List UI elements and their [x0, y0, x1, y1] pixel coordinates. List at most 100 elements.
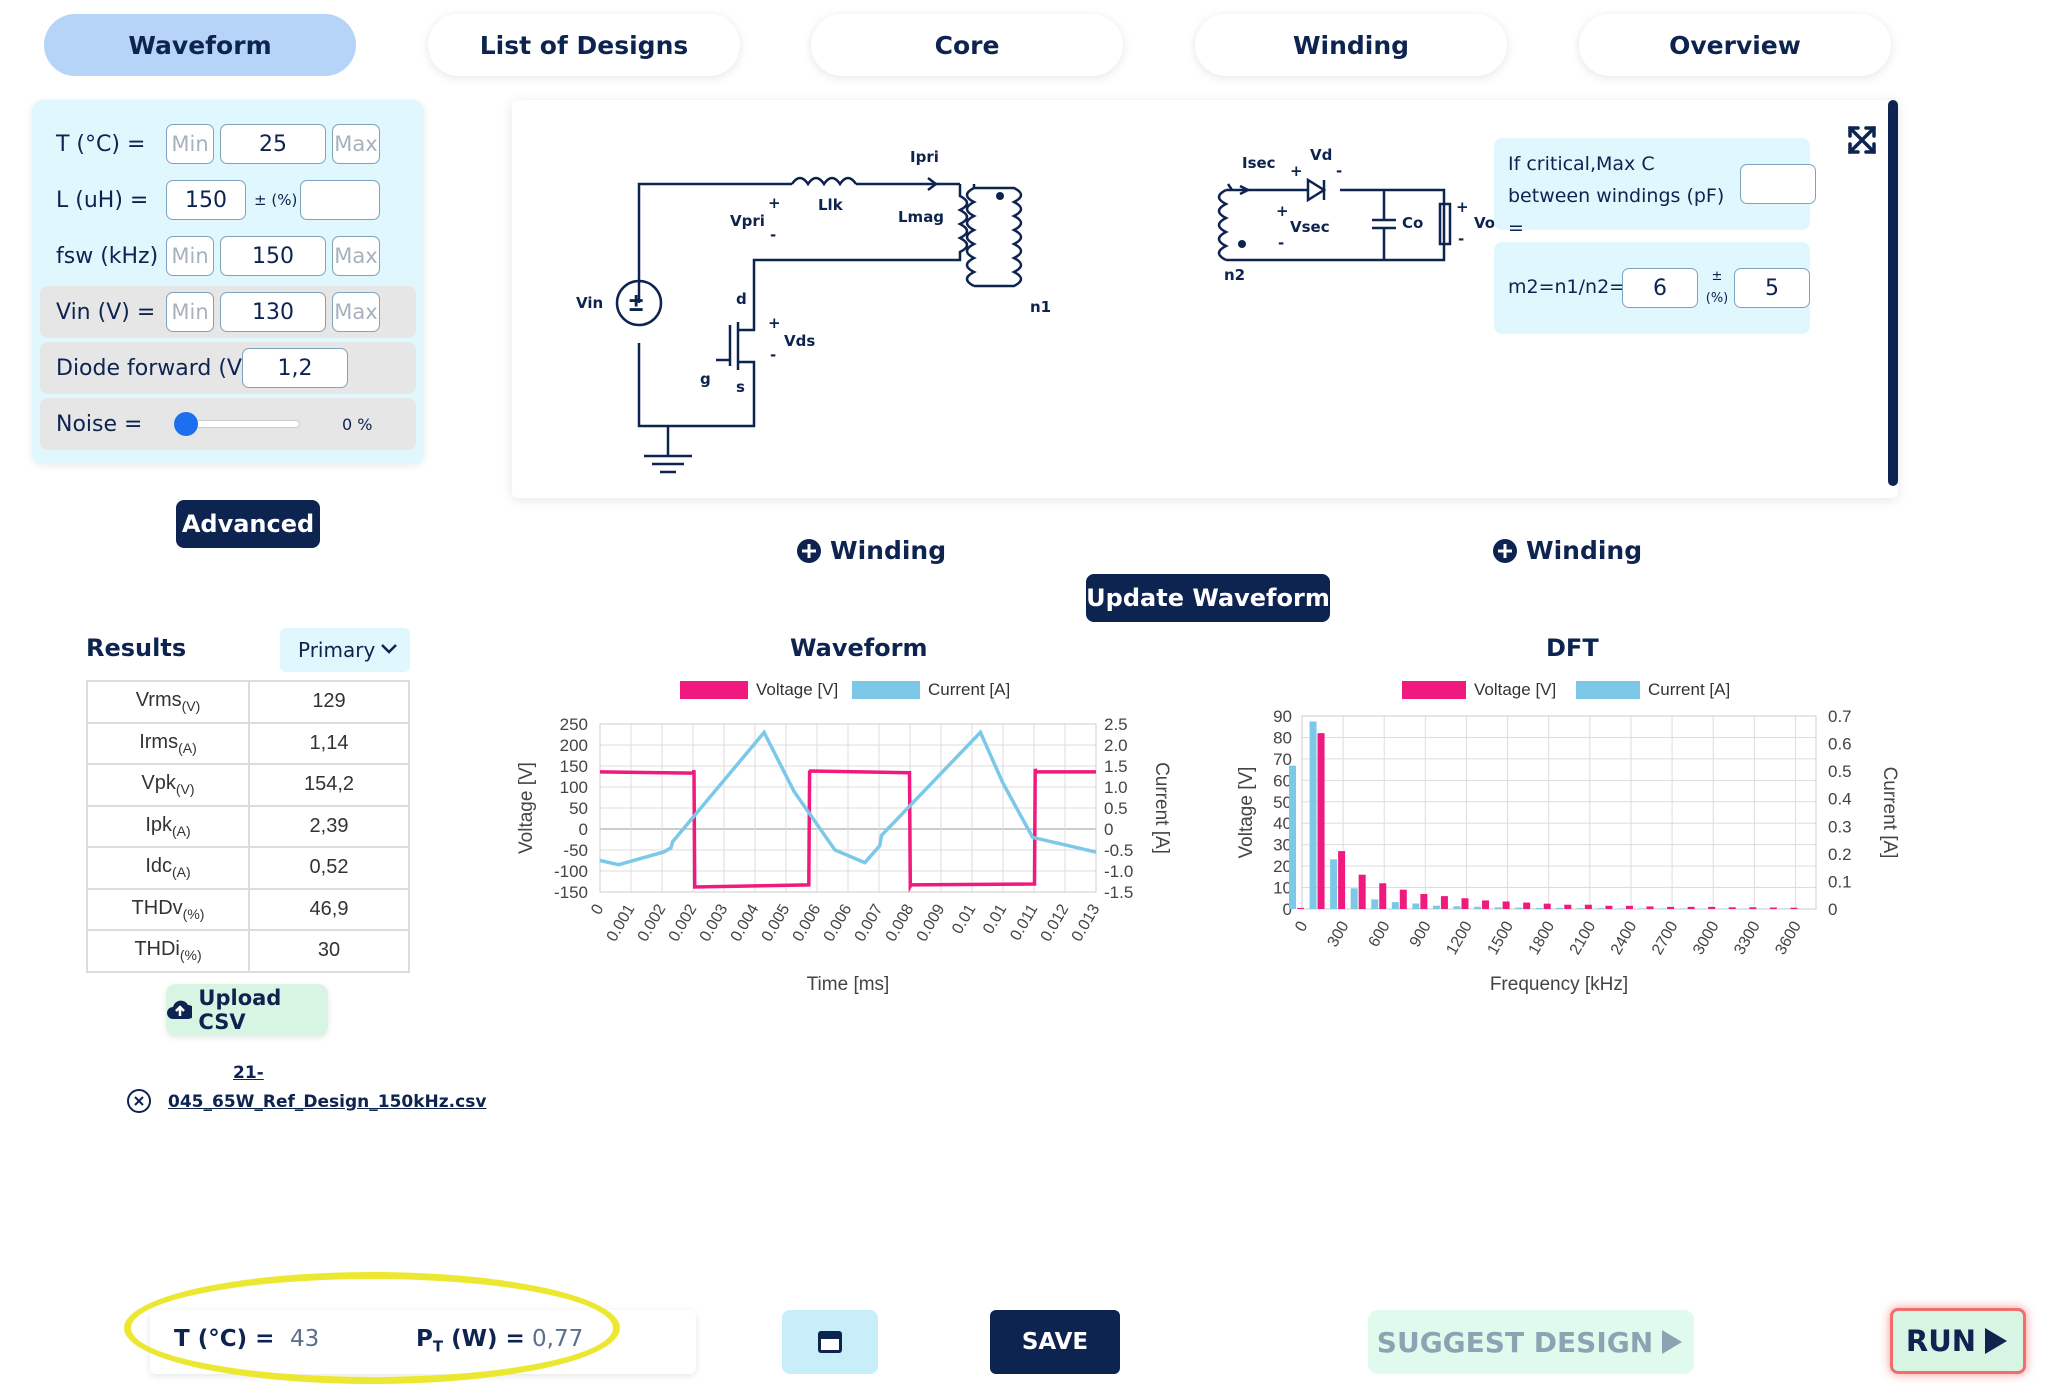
noise-row: Noise = 0 %: [40, 398, 416, 450]
x-tick-label: 1500: [1485, 918, 1518, 957]
waveform-legend-voltage[interactable]: Voltage [V]: [680, 680, 838, 700]
vsec-label: Vsec: [1290, 218, 1330, 236]
current-swatch: [852, 681, 920, 699]
waveform-legend-current[interactable]: Current [A]: [852, 680, 1010, 700]
run-label: RUN: [1905, 1324, 1977, 1358]
results-metric-label: Irms: [139, 730, 179, 753]
results-metric-value: 0,52: [248, 846, 410, 890]
vds-label: Vds: [784, 332, 816, 350]
update-waveform-button[interactable]: Update Waveform: [1086, 574, 1330, 622]
dft-legend-voltage[interactable]: Voltage [V]: [1402, 680, 1556, 700]
voltage-bar: [1584, 904, 1592, 909]
fsw-input[interactable]: 150: [220, 236, 326, 276]
temperature-input[interactable]: 25: [220, 124, 326, 164]
inductance-tolerance-input[interactable]: [300, 180, 380, 220]
temperature-max-input[interactable]: Max: [332, 124, 380, 164]
vin-node-label: Vin: [576, 294, 604, 312]
run-button[interactable]: RUN: [1890, 1308, 2026, 1374]
add-winding-right-button[interactable]: Winding: [1492, 536, 1642, 565]
tab-list-of-designs[interactable]: List of Designs: [428, 14, 740, 76]
x-tick-label: 2400: [1608, 918, 1641, 957]
results-row: Idc(A)0,52: [86, 846, 410, 890]
voltage-bar: [1440, 896, 1448, 909]
y-axis-label: Voltage [V]: [516, 762, 537, 854]
plot-area: [1301, 715, 1817, 910]
vin-input[interactable]: 130: [220, 292, 326, 332]
voltage-bar: [1482, 900, 1490, 909]
remove-file-icon[interactable]: [126, 1088, 152, 1114]
results-metric-unit: (%): [179, 947, 202, 964]
current-bar: [1556, 907, 1564, 909]
voltage-bar: [1420, 893, 1428, 909]
x-tick-label: 1800: [1526, 918, 1559, 957]
tab-waveform[interactable]: Waveform: [44, 14, 356, 76]
current-bar: [1330, 859, 1338, 909]
tab-overview[interactable]: Overview: [1579, 14, 1891, 76]
vin-min-input[interactable]: Min: [166, 292, 214, 332]
voltage-bar: [1605, 905, 1613, 909]
dft-chart-title: DFT: [1546, 634, 1599, 662]
fsw-min-input[interactable]: Min: [166, 236, 214, 276]
voltage-bar: [1564, 904, 1572, 909]
waveform-chart-title: Waveform: [790, 634, 928, 662]
tab-winding[interactable]: Winding: [1195, 14, 1507, 76]
results-metric-value: 129: [248, 680, 410, 724]
temperature-row: T (°C) = Min 25 Max: [40, 118, 416, 170]
file-name-line1[interactable]: 21-: [233, 1063, 264, 1083]
fsw-max-input[interactable]: Max: [332, 236, 380, 276]
save-button[interactable]: SAVE: [990, 1310, 1120, 1374]
calculator-button[interactable]: [782, 1310, 878, 1374]
x-tick-label: 600: [1366, 918, 1394, 950]
dft-legend-current[interactable]: Current [A]: [1576, 680, 1730, 700]
temperature-min-input[interactable]: Min: [166, 124, 214, 164]
diode-input[interactable]: 1,2: [242, 348, 348, 388]
schematic-scrollbar[interactable]: [1888, 100, 1898, 486]
turns-ratio-panel: m2=n1/n2= 6 ± (%) 5: [1494, 242, 1810, 334]
upload-csv-button[interactable]: Upload CSV: [166, 984, 328, 1036]
noise-slider-thumb[interactable]: [174, 412, 198, 436]
vo-minus-label: -: [1458, 230, 1465, 248]
add-winding-left-button[interactable]: Winding: [796, 536, 946, 565]
y-tick-label: 70: [1273, 750, 1292, 769]
vd-plus-label: +: [1290, 162, 1303, 180]
x-tick-label: 0.007: [852, 901, 887, 944]
vin-max-input[interactable]: Max: [332, 292, 380, 332]
results-metric-value: 30: [248, 929, 410, 973]
y2-tick-label: 0.5: [1828, 762, 1852, 781]
calculator-icon: [818, 1331, 842, 1353]
diode-label: Diode forward (V) =: [56, 355, 276, 381]
x-tick-label: 0.008: [883, 901, 918, 944]
upload-csv-label: Upload CSV: [198, 986, 282, 1034]
x-tick-label: 0.004: [728, 901, 763, 944]
x-tick-label: 0.002: [635, 901, 670, 944]
noise-slider-track[interactable]: [180, 420, 300, 428]
results-row: THDi(%)30: [86, 929, 410, 973]
add-winding-right-label: Winding: [1526, 536, 1643, 565]
turns-ratio-input[interactable]: 6: [1622, 268, 1698, 308]
inductance-input[interactable]: 150: [166, 180, 246, 220]
bottom-temperature-value: 43: [290, 1326, 320, 1352]
tab-core[interactable]: Core: [811, 14, 1123, 76]
suggest-design-button[interactable]: SUGGEST DESIGN: [1368, 1310, 1694, 1374]
expand-icon[interactable]: [1846, 124, 1878, 156]
current-bar: [1597, 908, 1605, 909]
critical-capacitance-input[interactable]: [1740, 164, 1816, 204]
file-name-line2[interactable]: 045_65W_Ref_Design_150kHz.csv: [168, 1092, 487, 1112]
turns-ratio-tolerance-input[interactable]: 5: [1734, 268, 1810, 308]
bottom-power-label-sub: T: [432, 1337, 444, 1356]
lmag-label: Lmag: [898, 208, 945, 226]
current-bar: [1638, 908, 1646, 909]
vsec-plus-label: +: [1276, 202, 1289, 220]
current-bar: [1474, 906, 1482, 909]
y-tick-label: 100: [560, 778, 588, 797]
x-axis-label: Frequency [kHz]: [1490, 974, 1628, 995]
results-winding-select-value: Primary: [298, 638, 376, 662]
x-tick-label: 0: [1292, 918, 1311, 934]
vpri-label: Vpri: [730, 212, 765, 230]
results-row: Vrms(V)129: [86, 680, 410, 724]
advanced-button[interactable]: Advanced: [176, 500, 320, 548]
results-metric-unit: (%): [182, 905, 205, 922]
results-winding-select[interactable]: Primary: [280, 628, 410, 672]
results-metric-label: Idc: [145, 855, 172, 878]
voltage-bar: [1667, 906, 1675, 909]
